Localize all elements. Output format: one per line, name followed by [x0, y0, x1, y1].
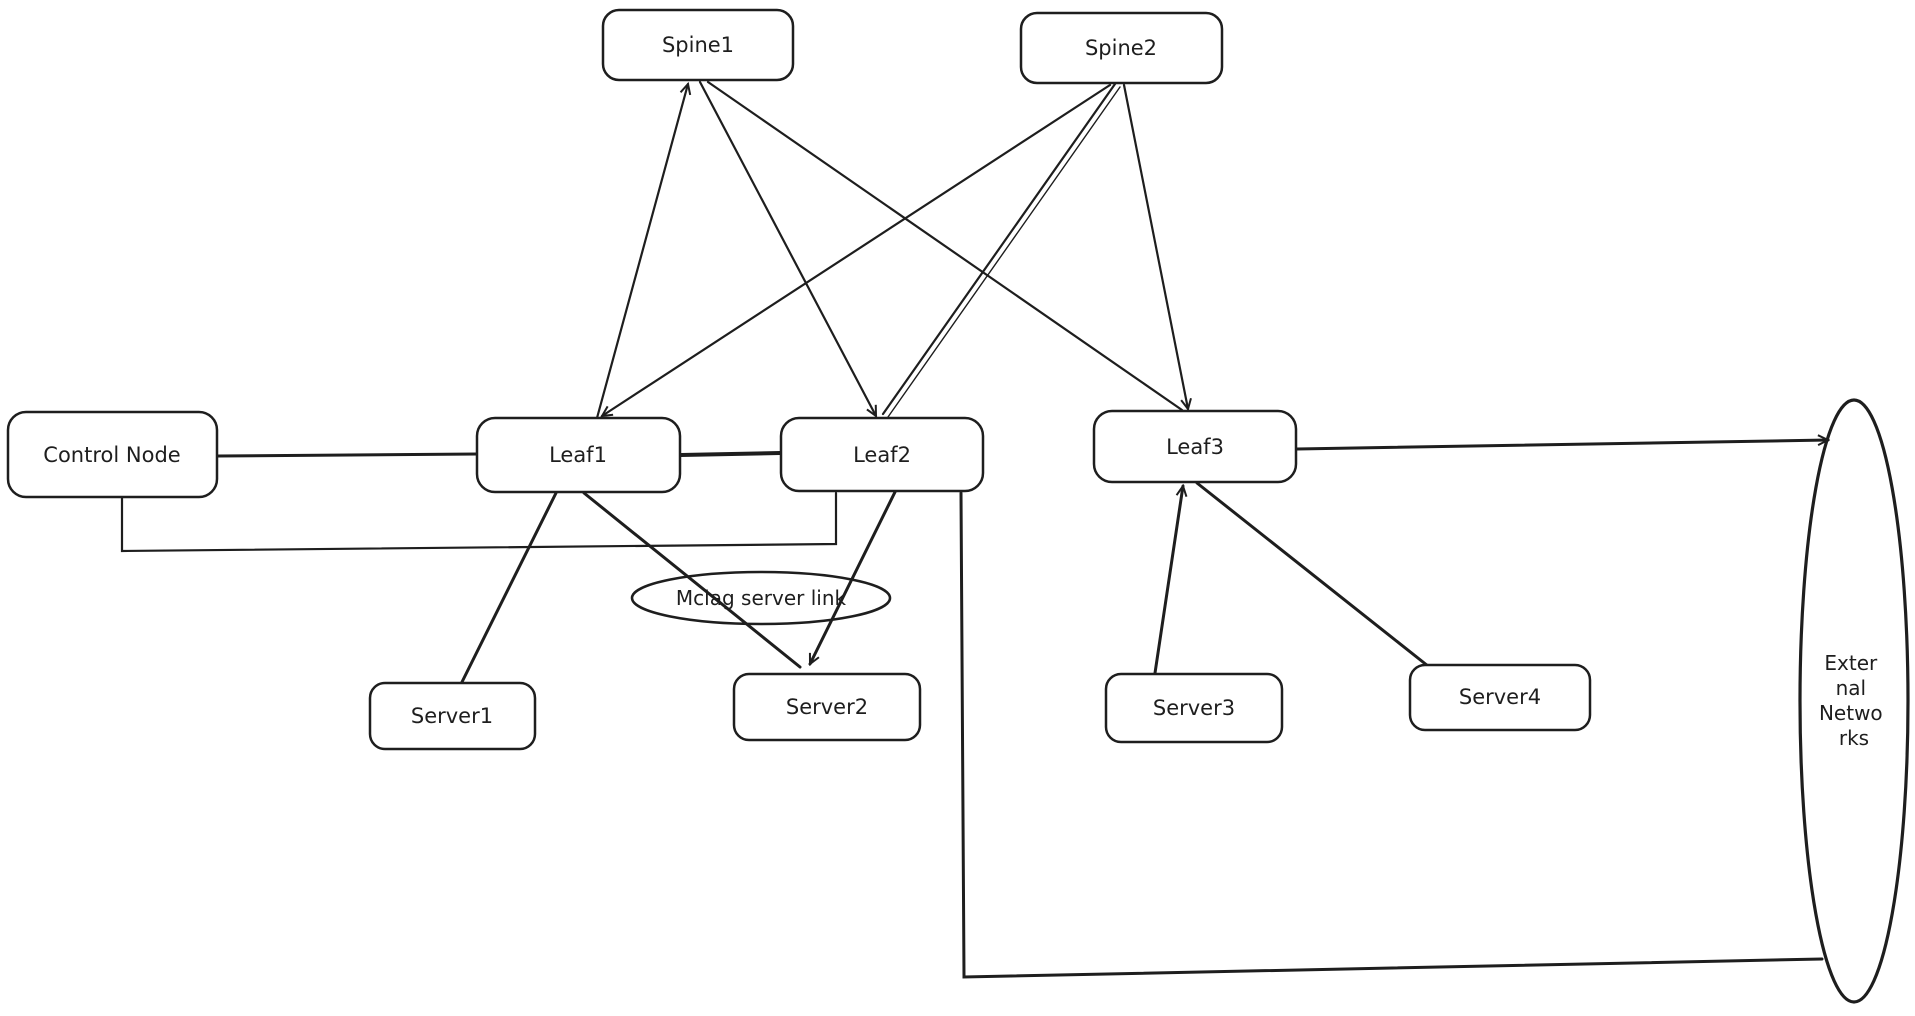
node-leaf3[interactable]: Leaf3	[1092, 409, 1298, 484]
node-spine2[interactable]: Spine2	[1019, 11, 1224, 85]
edge-spine2-leaf1[interactable]	[600, 83, 1112, 418]
node-server2[interactable]: Server2	[732, 672, 922, 742]
edge-leaf2-server2[interactable]	[808, 486, 899, 667]
server2-label: Server2	[786, 695, 868, 719]
external-networks-label: Exter nal Netwo rks	[1819, 651, 1889, 750]
leaf1-label: Leaf1	[549, 443, 607, 467]
edge-leaf1-server1[interactable]	[460, 491, 558, 684]
edge-spine1-leaf3[interactable]	[706, 80, 1184, 412]
server3-box[interactable]	[1104, 672, 1284, 744]
server2-box[interactable]	[732, 672, 922, 742]
edge-leaf1-server2[interactable]	[582, 491, 802, 669]
edge-leaf3-server4[interactable]	[1195, 481, 1430, 668]
spine2-label: Spine2	[1085, 36, 1157, 60]
node-server1[interactable]: Server1	[368, 681, 537, 751]
node-control-node[interactable]: Control Node	[6, 410, 219, 499]
server4-box[interactable]	[1408, 663, 1592, 732]
node-leaf1[interactable]: Leaf1	[475, 416, 682, 494]
mclag-label: Mclag server link	[676, 586, 847, 610]
spine2-box[interactable]	[1019, 11, 1224, 85]
server4-label: Server4	[1459, 685, 1541, 709]
edge-controlnode-leaf2[interactable]	[120, 491, 838, 553]
control-node-box[interactable]	[6, 410, 219, 499]
leaf3-box[interactable]	[1092, 409, 1298, 484]
node-server4[interactable]: Server4	[1408, 663, 1592, 732]
mclag-ellipse[interactable]	[630, 570, 892, 626]
leaf2-label: Leaf2	[853, 443, 911, 467]
node-leaf2[interactable]: Leaf2	[779, 416, 985, 493]
node-spine1[interactable]: Spine1	[601, 8, 795, 82]
edge-spine1-leaf2[interactable]	[698, 80, 878, 418]
edge-server3-leaf3[interactable]	[1153, 483, 1188, 675]
edge-leaf3-external[interactable]	[1295, 434, 1831, 451]
spine1-box[interactable]	[601, 8, 795, 82]
leaf1-box[interactable]	[475, 416, 682, 494]
edge-spine2-leaf3[interactable]	[1122, 83, 1192, 412]
edge-spine2-leaf2-stroke1[interactable]	[881, 82, 1117, 416]
edges-layer	[120, 80, 1831, 979]
external-networks-ellipse[interactable]	[1798, 398, 1910, 1004]
server3-label: Server3	[1153, 696, 1235, 720]
control-node-label: Control Node	[43, 443, 180, 467]
node-external-networks[interactable]: Exter nal Netwo rks	[1798, 398, 1910, 1004]
spine1-label: Spine1	[662, 33, 734, 57]
leaf2-box[interactable]	[779, 416, 985, 493]
edge-leaf1-leaf2[interactable]	[679, 451, 782, 457]
server1-label: Server1	[411, 704, 493, 728]
edge-leaf2-external[interactable]	[959, 491, 1824, 979]
server1-box[interactable]	[368, 681, 537, 751]
node-mclag-label[interactable]: Mclag server link	[630, 570, 892, 626]
edge-leaf1-spine1[interactable]	[595, 81, 692, 420]
node-server3[interactable]: Server3	[1104, 672, 1284, 744]
edge-controlnode-leaf1[interactable]	[216, 452, 480, 458]
leaf3-label: Leaf3	[1166, 435, 1224, 459]
edge-spine2-leaf2-stroke2[interactable]	[887, 86, 1121, 418]
